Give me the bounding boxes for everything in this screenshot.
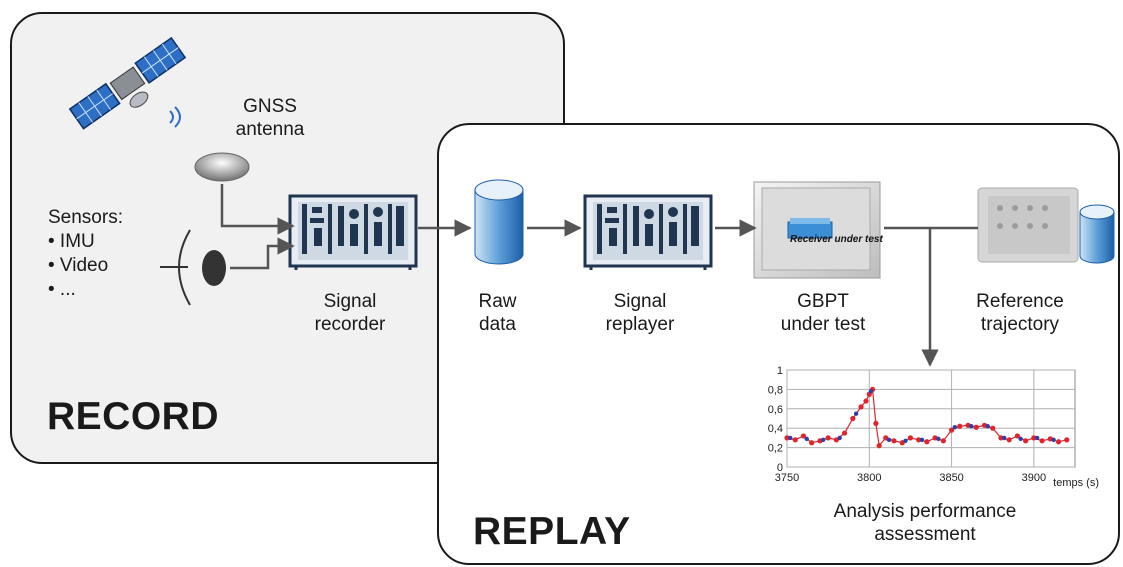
record-title: RECORD: [47, 395, 220, 438]
data-point: [784, 435, 790, 441]
data-point: [809, 440, 815, 446]
chart-grid: [786, 369, 1076, 468]
data-point: [804, 436, 809, 442]
chart-ticks: 0 0,2 0,4 0,6 0,8 1 3750 3800 3850 3900: [768, 365, 1046, 484]
data-point: [1018, 436, 1023, 442]
data-point: [957, 423, 963, 429]
data-point: [985, 424, 990, 429]
data-point: [919, 437, 925, 443]
analysis-chart: 0 0,2 0,4 0,6 0,8 1 3750 3800 3850 3900 temps (s): [768, 365, 1099, 489]
data-point: [969, 424, 974, 429]
y-tick-label: 0,4: [768, 423, 783, 435]
data-point: [1002, 435, 1007, 441]
data-point: [825, 435, 831, 441]
data-point: [800, 433, 807, 439]
data-point: [868, 389, 874, 394]
data-point: [1014, 433, 1020, 439]
data-point: [990, 425, 996, 431]
x-tick-label: 3750: [775, 472, 799, 484]
satellite-icon: [68, 36, 187, 130]
data-point: [876, 443, 882, 449]
gnss-antenna-icon: [194, 152, 250, 182]
sensors-list: Sensors: • IMU • Video • ...: [48, 207, 123, 300]
signal-recorder-icon: [288, 194, 418, 270]
data-point: [788, 435, 793, 441]
data-point: [1051, 437, 1056, 443]
y-tick-label: 0: [777, 462, 783, 474]
receiver-under-test-text: Receiver under test: [790, 234, 883, 245]
data-point: [837, 435, 842, 441]
y-tick-label: 0,2: [768, 443, 783, 455]
data-point: [903, 438, 908, 444]
data-point: [940, 438, 946, 444]
data-point: [792, 437, 798, 443]
data-point: [891, 438, 897, 444]
data-point: [907, 435, 914, 441]
gbpt-test-chamber-icon: [753, 181, 881, 279]
antenna-to-recorder-arrow: [220, 184, 295, 235]
data-point: [858, 404, 864, 410]
data-point: [863, 398, 869, 404]
chart-x-axis-label: temps (s): [1053, 477, 1099, 489]
data-point: [916, 437, 922, 443]
data-point: [1023, 438, 1029, 444]
data-point: [850, 415, 856, 422]
y-tick-label: 0,6: [768, 404, 783, 416]
data-point: [853, 411, 859, 416]
signal-replayer-icon: [583, 194, 713, 270]
y-tick-label: 0,8: [768, 384, 783, 396]
replay-title: REPLAY: [473, 510, 631, 553]
data-point: [873, 420, 879, 426]
raw-data-database-icon: [474, 179, 524, 265]
data-point: [998, 435, 1004, 441]
chart-series: [784, 386, 1070, 449]
data-point: [936, 436, 941, 442]
data-point: [1055, 439, 1062, 445]
data-point: [1064, 437, 1070, 443]
data-point: [1039, 438, 1045, 444]
sensor-icon: [160, 229, 226, 306]
data-point: [1031, 435, 1037, 441]
x-tick-label: 3900: [1022, 472, 1046, 484]
data-point: [973, 424, 979, 430]
data-point: [821, 437, 826, 443]
data-point: [948, 427, 955, 433]
sensor-to-recorder-arrow: [230, 237, 295, 270]
data-point: [842, 430, 848, 436]
data-point: [1034, 435, 1040, 441]
plot-area: [786, 369, 1076, 468]
data-point: [1006, 437, 1012, 443]
x-tick-label: 3800: [857, 472, 881, 484]
y-tick-label: 1: [777, 365, 783, 377]
x-tick-label: 3850: [939, 472, 963, 484]
data-point: [924, 439, 930, 445]
data-point: [952, 425, 958, 430]
data-point: [886, 437, 892, 443]
reference-trajectory-icon: [977, 187, 1115, 264]
